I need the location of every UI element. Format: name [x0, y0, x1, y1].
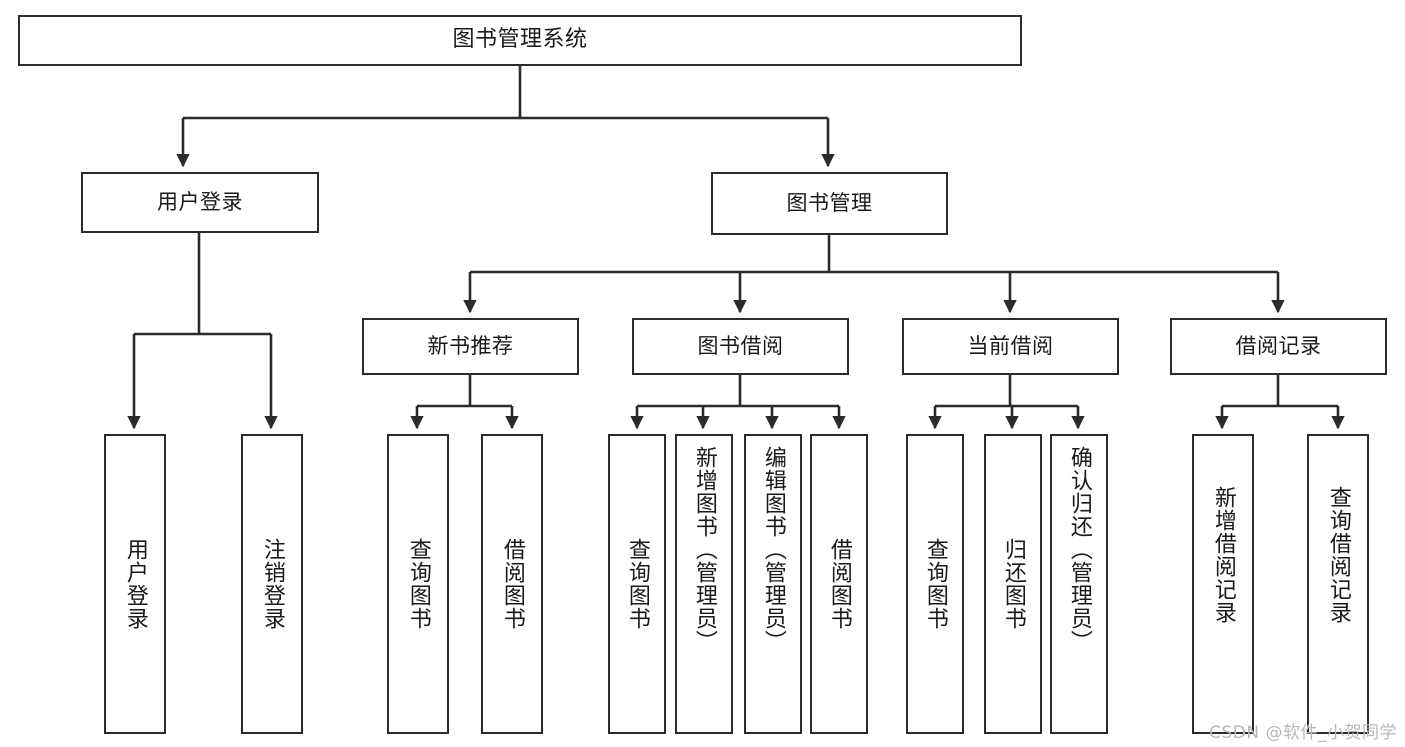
- node-leaf-edit-book[interactable]: 编辑图书（管理员）: [744, 434, 802, 734]
- node-book-borrow[interactable]: 图书借阅: [632, 318, 849, 375]
- node-leaf-query-book-3-label: 查询图书: [922, 538, 948, 630]
- csdn-watermark: CSDN @软件_小贺同学: [1209, 723, 1397, 743]
- node-book-manage-label: 图书管理: [786, 190, 873, 215]
- node-new-book-recommend-label: 新书推荐: [427, 333, 514, 358]
- node-leaf-query-book-2[interactable]: 查询图书: [608, 434, 666, 734]
- node-leaf-return-book-label: 归还图书: [1000, 538, 1026, 630]
- node-leaf-borrow-book-2[interactable]: 借阅图书: [810, 434, 868, 734]
- node-current-borrow-label: 当前借阅: [967, 333, 1054, 358]
- node-leaf-logout-login-label: 注销登录: [259, 538, 285, 630]
- node-leaf-query-book-3[interactable]: 查询图书: [906, 434, 964, 734]
- node-user-login[interactable]: 用户登录: [81, 172, 319, 233]
- node-leaf-query-record-label: 查询借阅记录: [1325, 486, 1351, 624]
- node-leaf-add-record[interactable]: 新增借阅记录: [1192, 434, 1254, 734]
- node-borrow-record-label: 借阅记录: [1235, 333, 1322, 358]
- node-current-borrow[interactable]: 当前借阅: [902, 318, 1119, 375]
- node-leaf-confirm-return-label: 确认归还（管理员）: [1066, 446, 1092, 653]
- node-new-book-recommend[interactable]: 新书推荐: [362, 318, 579, 375]
- node-leaf-borrow-book-1[interactable]: 借阅图书: [481, 434, 543, 734]
- node-leaf-query-book-2-label: 查询图书: [624, 538, 650, 630]
- node-leaf-edit-book-label: 编辑图书（管理员）: [760, 446, 786, 653]
- node-leaf-user-login[interactable]: 用户登录: [104, 434, 166, 734]
- node-leaf-add-book-label: 新增图书（管理员）: [691, 446, 717, 653]
- node-leaf-logout-login[interactable]: 注销登录: [241, 434, 303, 734]
- node-leaf-query-book-1-label: 查询图书: [405, 538, 431, 630]
- node-leaf-add-book[interactable]: 新增图书（管理员）: [675, 434, 733, 734]
- node-leaf-add-record-label: 新增借阅记录: [1210, 486, 1236, 624]
- node-book-borrow-label: 图书借阅: [697, 333, 784, 358]
- node-leaf-query-record[interactable]: 查询借阅记录: [1307, 434, 1369, 734]
- node-leaf-user-login-label: 用户登录: [122, 538, 148, 630]
- node-leaf-return-book[interactable]: 归还图书: [984, 434, 1042, 734]
- node-leaf-confirm-return[interactable]: 确认归还（管理员）: [1050, 434, 1108, 734]
- node-leaf-query-book-1[interactable]: 查询图书: [387, 434, 449, 734]
- node-book-manage[interactable]: 图书管理: [711, 172, 948, 235]
- node-user-login-label: 用户登录: [157, 189, 243, 214]
- node-borrow-record[interactable]: 借阅记录: [1170, 318, 1387, 375]
- node-leaf-borrow-book-1-label: 借阅图书: [499, 538, 525, 630]
- node-root-label: 图书管理系统: [452, 27, 588, 53]
- node-root[interactable]: 图书管理系统: [18, 15, 1022, 66]
- node-leaf-borrow-book-2-label: 借阅图书: [826, 538, 852, 630]
